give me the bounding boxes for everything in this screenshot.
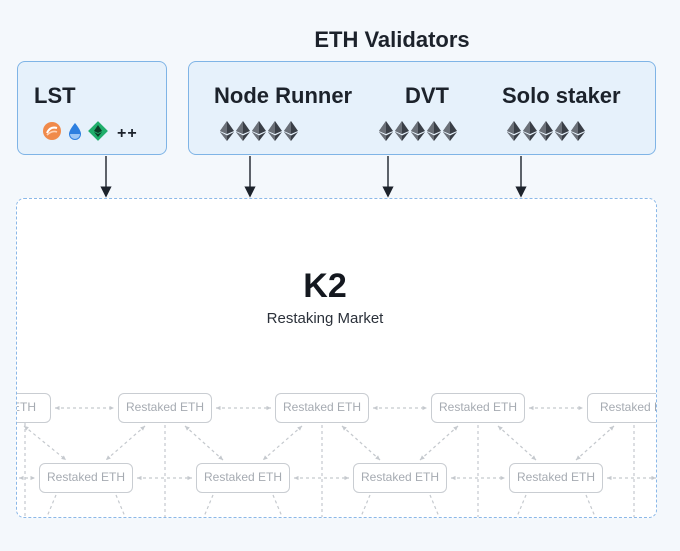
k2-subtitle: Restaking Market (266, 310, 384, 327)
arrowhead (498, 426, 503, 431)
restaked-eth-node: Restaked ETH (196, 463, 290, 493)
arrowhead (297, 426, 302, 431)
eth-icon (379, 121, 393, 141)
network-link (575, 425, 615, 461)
eth-icon (284, 121, 298, 141)
arrowhead (453, 426, 458, 431)
more-tokens-label: ++ (117, 124, 138, 142)
arrowhead (109, 405, 114, 411)
arrowhead (607, 475, 612, 481)
arrowhead (263, 455, 268, 460)
lst-token-row: ++ (42, 121, 138, 146)
network-drop-line (360, 494, 371, 517)
node-runner-eth-icons (220, 121, 298, 141)
eth-icon (268, 121, 282, 141)
network-link (184, 425, 224, 461)
network-link (262, 425, 303, 461)
lst-box (17, 61, 167, 155)
orange-swirl-token-icon (42, 121, 62, 146)
restaked-eth-node: ETH (17, 393, 51, 423)
k2-title: K2 (303, 267, 347, 305)
lst-label: LST (34, 83, 76, 108)
arrowhead (576, 455, 581, 460)
arrowhead (24, 426, 29, 431)
arrowhead (420, 455, 425, 460)
network-drop-line (516, 494, 527, 517)
solo-staker-label: Solo staker (502, 83, 621, 108)
network-drop-line (585, 494, 596, 517)
dvt-eth-icons (379, 121, 457, 141)
arrowhead (55, 405, 60, 411)
arrowhead (451, 475, 456, 481)
arrowhead (529, 405, 534, 411)
network-drop-line (203, 494, 214, 517)
eth-icon (236, 121, 250, 141)
eth-icon (443, 121, 457, 141)
arrowhead (375, 455, 380, 460)
eth-icon (252, 121, 266, 141)
eth-icon (395, 121, 409, 141)
arrowhead (187, 475, 192, 481)
arrowhead (106, 455, 111, 460)
arrowhead (344, 475, 349, 481)
eth-icon (427, 121, 441, 141)
arrowhead (578, 405, 583, 411)
arrowhead (218, 455, 223, 460)
eth-icon (411, 121, 425, 141)
network-link (105, 425, 146, 461)
network-drop-line (115, 494, 126, 517)
arrowhead (19, 475, 24, 481)
arrowhead (185, 426, 190, 431)
solo-staker-eth-icons (507, 121, 585, 141)
network-drop-line (272, 494, 283, 517)
dvt-label: DVT (405, 83, 449, 108)
restaked-eth-node: Restaked E (587, 393, 656, 423)
arrowhead (342, 426, 347, 431)
eth-icon (555, 121, 569, 141)
arrowhead (266, 405, 271, 411)
eth-icon (523, 121, 537, 141)
eth-icon (220, 121, 234, 141)
network-drop-line (46, 494, 57, 517)
arrowhead (373, 405, 378, 411)
network-drop-line (429, 494, 440, 517)
restaking-market-box: ETH Restaked ETH Restaked ETH Restaked ETH R… (16, 198, 657, 518)
eth-icon (571, 121, 585, 141)
eth-validators-title: ETH Validators (314, 27, 470, 52)
arrowhead (651, 475, 656, 481)
arrowhead (137, 475, 142, 481)
arrowhead (140, 426, 145, 431)
node-runner-label: Node Runner (214, 83, 353, 108)
arrowhead (61, 455, 66, 460)
blue-drop-token-icon (67, 121, 83, 146)
arrowhead (294, 475, 299, 481)
restaked-eth-node: Restaked ETH (118, 393, 212, 423)
eth-icon (539, 121, 553, 141)
network-link (341, 425, 381, 461)
arrowhead (422, 405, 427, 411)
arrowhead (30, 475, 35, 481)
arrowhead (216, 405, 221, 411)
green-diamond-token-icon (88, 121, 108, 146)
network-link (497, 425, 537, 461)
restaked-eth-node: Restaked ETH (39, 463, 133, 493)
network-link (23, 425, 67, 461)
arrowhead (531, 455, 536, 460)
arrowhead (500, 475, 505, 481)
network-link (419, 425, 459, 461)
restaked-eth-node: Restaked ETH (353, 463, 447, 493)
restaked-eth-node: Restaked ETH (431, 393, 525, 423)
eth-icon (507, 121, 521, 141)
restaked-eth-node: Restaked ETH (275, 393, 369, 423)
restaking-network-lines (19, 405, 656, 517)
arrowhead (609, 426, 614, 431)
restaked-eth-node: Restaked ETH (509, 463, 603, 493)
